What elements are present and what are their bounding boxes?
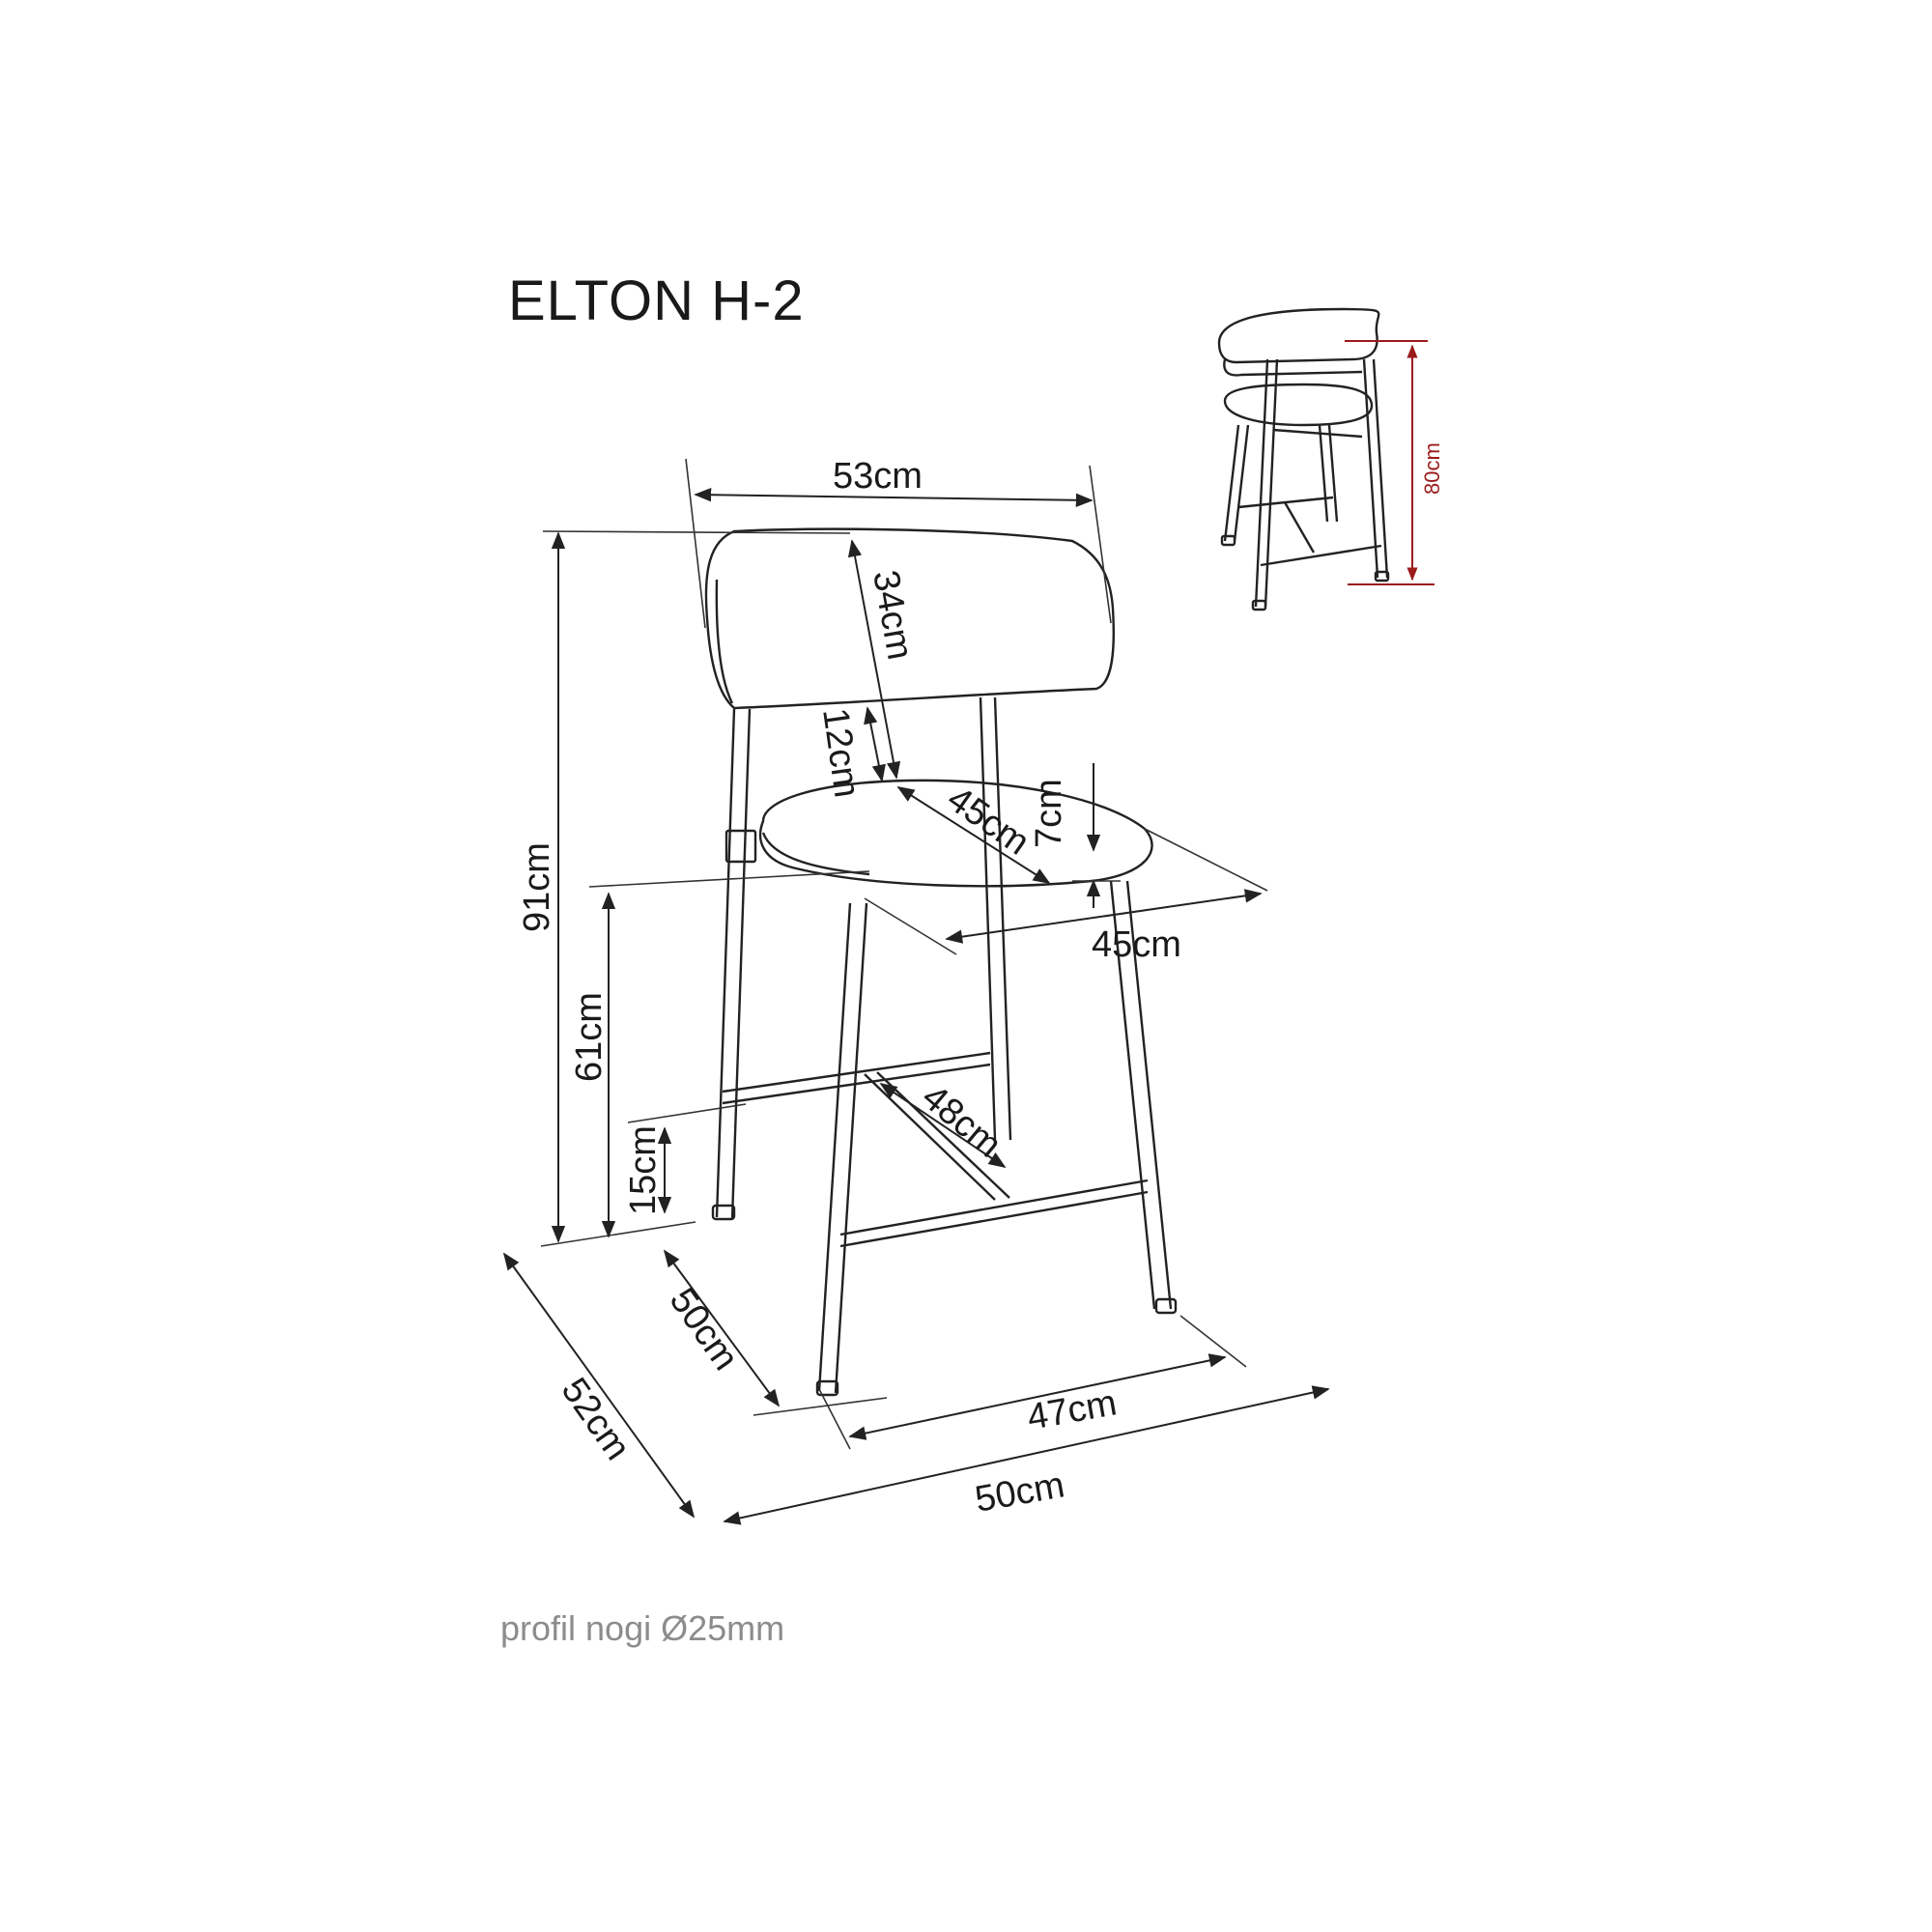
label-base-width: 50cm	[972, 1464, 1067, 1520]
backrest	[704, 527, 1116, 710]
label-leg-width: 47cm	[1024, 1382, 1120, 1437]
label-seat-depth: 45cm	[940, 779, 1037, 864]
label-footrest-height: 15cm	[623, 1125, 664, 1215]
label-backrest-width: 53cm	[833, 456, 923, 497]
label-gap-back-seat: 12cm	[814, 705, 867, 800]
dimension-labels: 53cm 34cm 12cm 45cm 7cm 45cm 91cm 61cm 1…	[517, 456, 1181, 1520]
product-title: ELTON H-2	[508, 270, 805, 332]
leg-profile-note: profil nogi Ø25mm	[500, 1608, 785, 1648]
label-seat-thickness: 7cm	[1029, 779, 1069, 848]
label-seat-width: 45cm	[1092, 924, 1181, 965]
dimension-lines	[502, 458, 1330, 1525]
variant-chair-thumbnail: 80cm	[1217, 307, 1444, 611]
label-base-depth: 52cm	[554, 1371, 639, 1467]
label-variant-height: 80cm	[1420, 442, 1444, 495]
label-total-height: 91cm	[517, 842, 557, 932]
label-leg-depth: 50cm	[662, 1281, 747, 1378]
label-seat-height: 61cm	[569, 992, 610, 1082]
